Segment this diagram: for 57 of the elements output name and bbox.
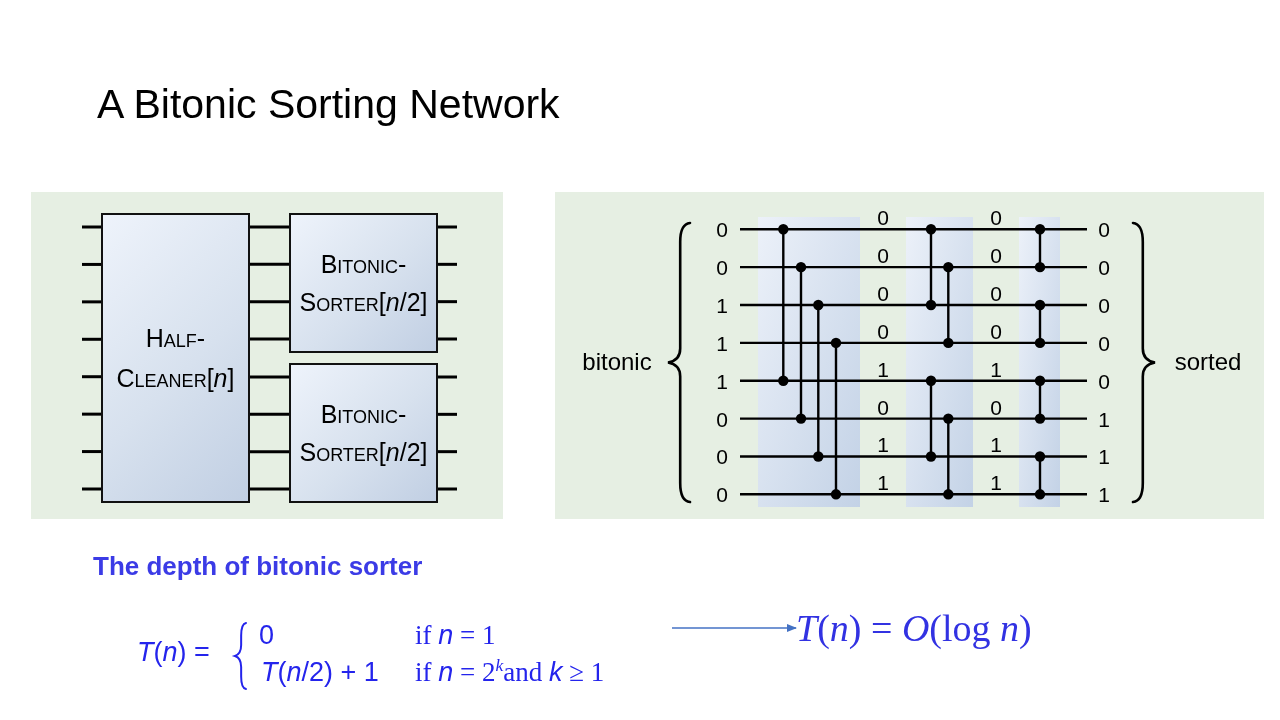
module-label: Half-Cleaner[n] bbox=[115, 323, 236, 394]
bit-value: 0 bbox=[716, 256, 728, 278]
bit-value: 0 bbox=[716, 445, 728, 467]
bit-value: 0 bbox=[716, 408, 728, 430]
bit-value: 0 bbox=[1098, 294, 1110, 316]
wire bbox=[82, 337, 101, 341]
wire bbox=[82, 487, 101, 491]
module-block bbox=[289, 213, 438, 353]
bit-value: 1 bbox=[1098, 445, 1110, 467]
slide-title: A Bitonic Sorting Network bbox=[97, 84, 560, 125]
wire bbox=[438, 262, 457, 266]
wire bbox=[438, 412, 457, 416]
wire bbox=[250, 225, 289, 229]
module-block bbox=[289, 363, 438, 503]
brace-label: bitonic bbox=[582, 350, 652, 374]
wire bbox=[82, 412, 101, 416]
arrow bbox=[671, 624, 797, 632]
wire bbox=[250, 337, 289, 341]
brace-label: sorted bbox=[1174, 350, 1242, 374]
math-expression: T(n) = O(log n) bbox=[796, 604, 1032, 652]
wire bbox=[250, 412, 289, 416]
wire bbox=[438, 337, 457, 341]
math-expression: T(n) = bbox=[137, 637, 210, 669]
bit-value: 0 bbox=[716, 218, 728, 240]
wire bbox=[250, 375, 289, 379]
module-label: Bitonic-Sorter[n/2] bbox=[298, 249, 429, 318]
bit-value: 0 bbox=[716, 483, 728, 505]
math-expression: if n = 2$^{k}$and k ≥ 1 bbox=[415, 657, 605, 689]
math-expression: T(n/2) + 1 bbox=[261, 657, 379, 689]
math-expression: 0 bbox=[259, 620, 275, 652]
wire bbox=[438, 225, 457, 229]
wire bbox=[438, 450, 457, 454]
wire bbox=[82, 450, 101, 454]
bit-value: 0 bbox=[1098, 256, 1110, 278]
bit-value: 1 bbox=[716, 294, 728, 316]
bit-value: 1 bbox=[716, 332, 728, 354]
module-block bbox=[101, 213, 250, 503]
section-heading: The depth of bitonic sorter bbox=[93, 553, 423, 579]
module-label: Bitonic-Sorter[n/2] bbox=[298, 399, 429, 468]
wire bbox=[82, 375, 101, 379]
bit-value: 0 bbox=[1098, 370, 1110, 392]
wire bbox=[250, 487, 289, 491]
wire bbox=[438, 487, 457, 491]
wire bbox=[250, 450, 289, 454]
wire bbox=[82, 262, 101, 266]
bit-value: 0 bbox=[1098, 218, 1110, 240]
bit-value: 1 bbox=[716, 370, 728, 392]
wire bbox=[82, 300, 101, 304]
wire bbox=[438, 300, 457, 304]
wire bbox=[250, 300, 289, 304]
bit-value: 1 bbox=[1098, 483, 1110, 505]
wire bbox=[250, 262, 289, 266]
wire bbox=[82, 225, 101, 229]
wire bbox=[438, 375, 457, 379]
math-expression: if n = 1 bbox=[415, 620, 496, 652]
bit-value: 1 bbox=[1098, 408, 1110, 430]
bit-value: 0 bbox=[1098, 332, 1110, 354]
